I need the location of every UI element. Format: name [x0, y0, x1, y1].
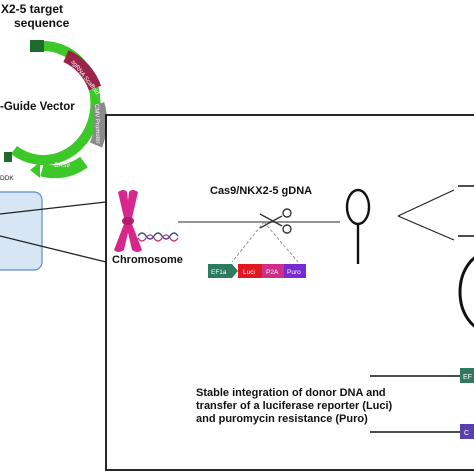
- donor-puro-label: Puro: [287, 269, 301, 276]
- fan-lines: [397, 189, 455, 241]
- cas9-label: CAS9: [54, 163, 70, 169]
- chromosome-icon: [114, 190, 142, 252]
- ddk-marker: [4, 152, 12, 162]
- cmv-promoter-segment: [89, 102, 108, 148]
- donor-luci-label: Luci: [243, 269, 255, 276]
- integration-box-top: [460, 368, 474, 383]
- integration-box-top-label: EF: [463, 374, 472, 381]
- dna-loop-icon: [345, 188, 371, 264]
- donor-cassette: EF1a Luci P2A Puro: [208, 264, 306, 278]
- donor-promoter-label: EF1a: [211, 269, 227, 276]
- donor-p2a-label: P2A: [266, 269, 279, 276]
- vector-name: -Guide Vector: [0, 101, 75, 113]
- donor-promoter-box: [208, 264, 232, 278]
- caption-line-2: transfer of a luciferase reporter (Luci): [196, 400, 393, 412]
- caption-line-1: Stable integration of donor DNA and: [196, 387, 386, 399]
- cas9-segment: [40, 156, 88, 179]
- cmv-promoter-label: CMV Promoter: [93, 104, 100, 144]
- donor-promoter-arrow: [232, 264, 238, 278]
- donor-dashed-guides: [231, 221, 299, 263]
- cell-box: [0, 191, 43, 271]
- cas9-arrowhead: [30, 162, 40, 178]
- caption-line-3: and puromycin resistance (Puro): [196, 413, 368, 425]
- scissors-icon: [259, 208, 292, 234]
- ddk-label: DDK: [0, 175, 14, 182]
- dna-strand-2: [137, 234, 179, 242]
- target-site-marker: [30, 40, 44, 52]
- main-panel: [105, 114, 474, 471]
- gdna-label: Cas9/NKX2-5 gDNA: [210, 185, 312, 197]
- integration-box-bottom: [460, 424, 474, 439]
- donor-p2a-box: [262, 264, 284, 278]
- target-sequence-subtitle: sequence: [14, 16, 70, 30]
- chromosome-label: Chromosome: [112, 254, 183, 266]
- right-cell-outline: [458, 256, 474, 328]
- donor-luci-box: [238, 264, 262, 278]
- plasmid-vector: sgRNA Scaffold CMV Promoter CAS9 DDK X2-…: [0, 2, 108, 182]
- sgrna-scaffold-segment: [63, 50, 102, 91]
- dna-strand: [137, 232, 179, 240]
- integration-box-bottom-label: C: [464, 430, 469, 437]
- zoom-connector-lines: [0, 201, 107, 263]
- donor-puro-box: [284, 264, 306, 278]
- target-sequence-title: X2-5 target: [1, 2, 63, 16]
